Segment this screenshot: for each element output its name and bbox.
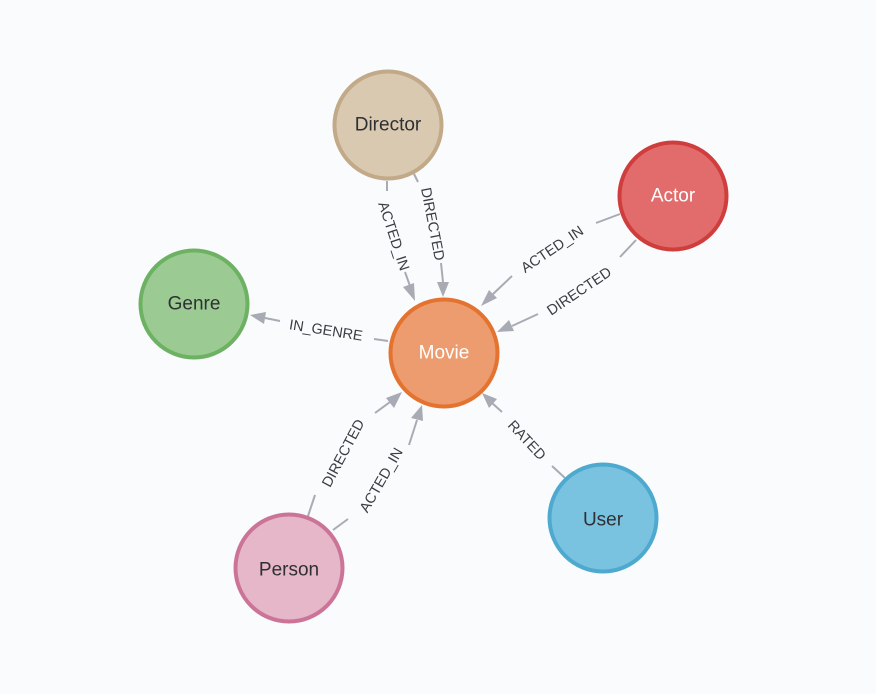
node-genre[interactable]: Genre	[138, 248, 250, 360]
edge-actor-directed[interactable]: DIRECTED	[497, 239, 637, 332]
edge-label-director-directed: DIRECTED	[417, 186, 447, 262]
edge-user-rated[interactable]: RATED	[482, 393, 566, 479]
edge-label-user-rated: RATED	[504, 418, 548, 464]
edge-label-actor-acted-in: ACTED_IN	[518, 223, 586, 276]
node-label-movie: Movie	[419, 343, 470, 364]
node-label-user: User	[583, 510, 624, 531]
node-label-genre: Genre	[168, 294, 221, 315]
edge-label-director-acted-in: ACTED_IN	[374, 200, 411, 273]
node-circle-user	[547, 462, 659, 574]
node-circle-director	[332, 69, 444, 181]
edge-label-actor-directed: DIRECTED	[544, 264, 614, 319]
edge-person-acted-in[interactable]: ACTED_IN	[332, 405, 423, 531]
edge-label-person-acted-in: ACTED_IN	[357, 445, 407, 515]
node-circle-genre	[138, 248, 250, 360]
edge-director-directed[interactable]: DIRECTED	[413, 173, 449, 297]
edge-label-person-directed: DIRECTED	[319, 417, 368, 490]
node-label-actor: Actor	[651, 186, 696, 207]
edge-movie-in-genre[interactable]: IN_GENRE	[250, 312, 389, 345]
node-circle-person	[233, 512, 345, 624]
node-circle-movie	[388, 297, 500, 409]
edge-label-movie-in-genre: IN_GENRE	[288, 317, 364, 344]
node-actor[interactable]: Actor	[617, 140, 729, 252]
node-circle-actor	[617, 140, 729, 252]
node-person[interactable]: Person	[233, 512, 345, 624]
edge-director-acted-in[interactable]: ACTED_IN	[374, 181, 415, 301]
node-label-director: Director	[355, 115, 422, 136]
node-director[interactable]: Director	[332, 69, 444, 181]
node-label-person: Person	[259, 560, 319, 581]
edge-actor-acted-in[interactable]: ACTED_IN	[481, 213, 621, 306]
node-movie[interactable]: Movie	[388, 297, 500, 409]
node-user[interactable]: User	[547, 462, 659, 574]
